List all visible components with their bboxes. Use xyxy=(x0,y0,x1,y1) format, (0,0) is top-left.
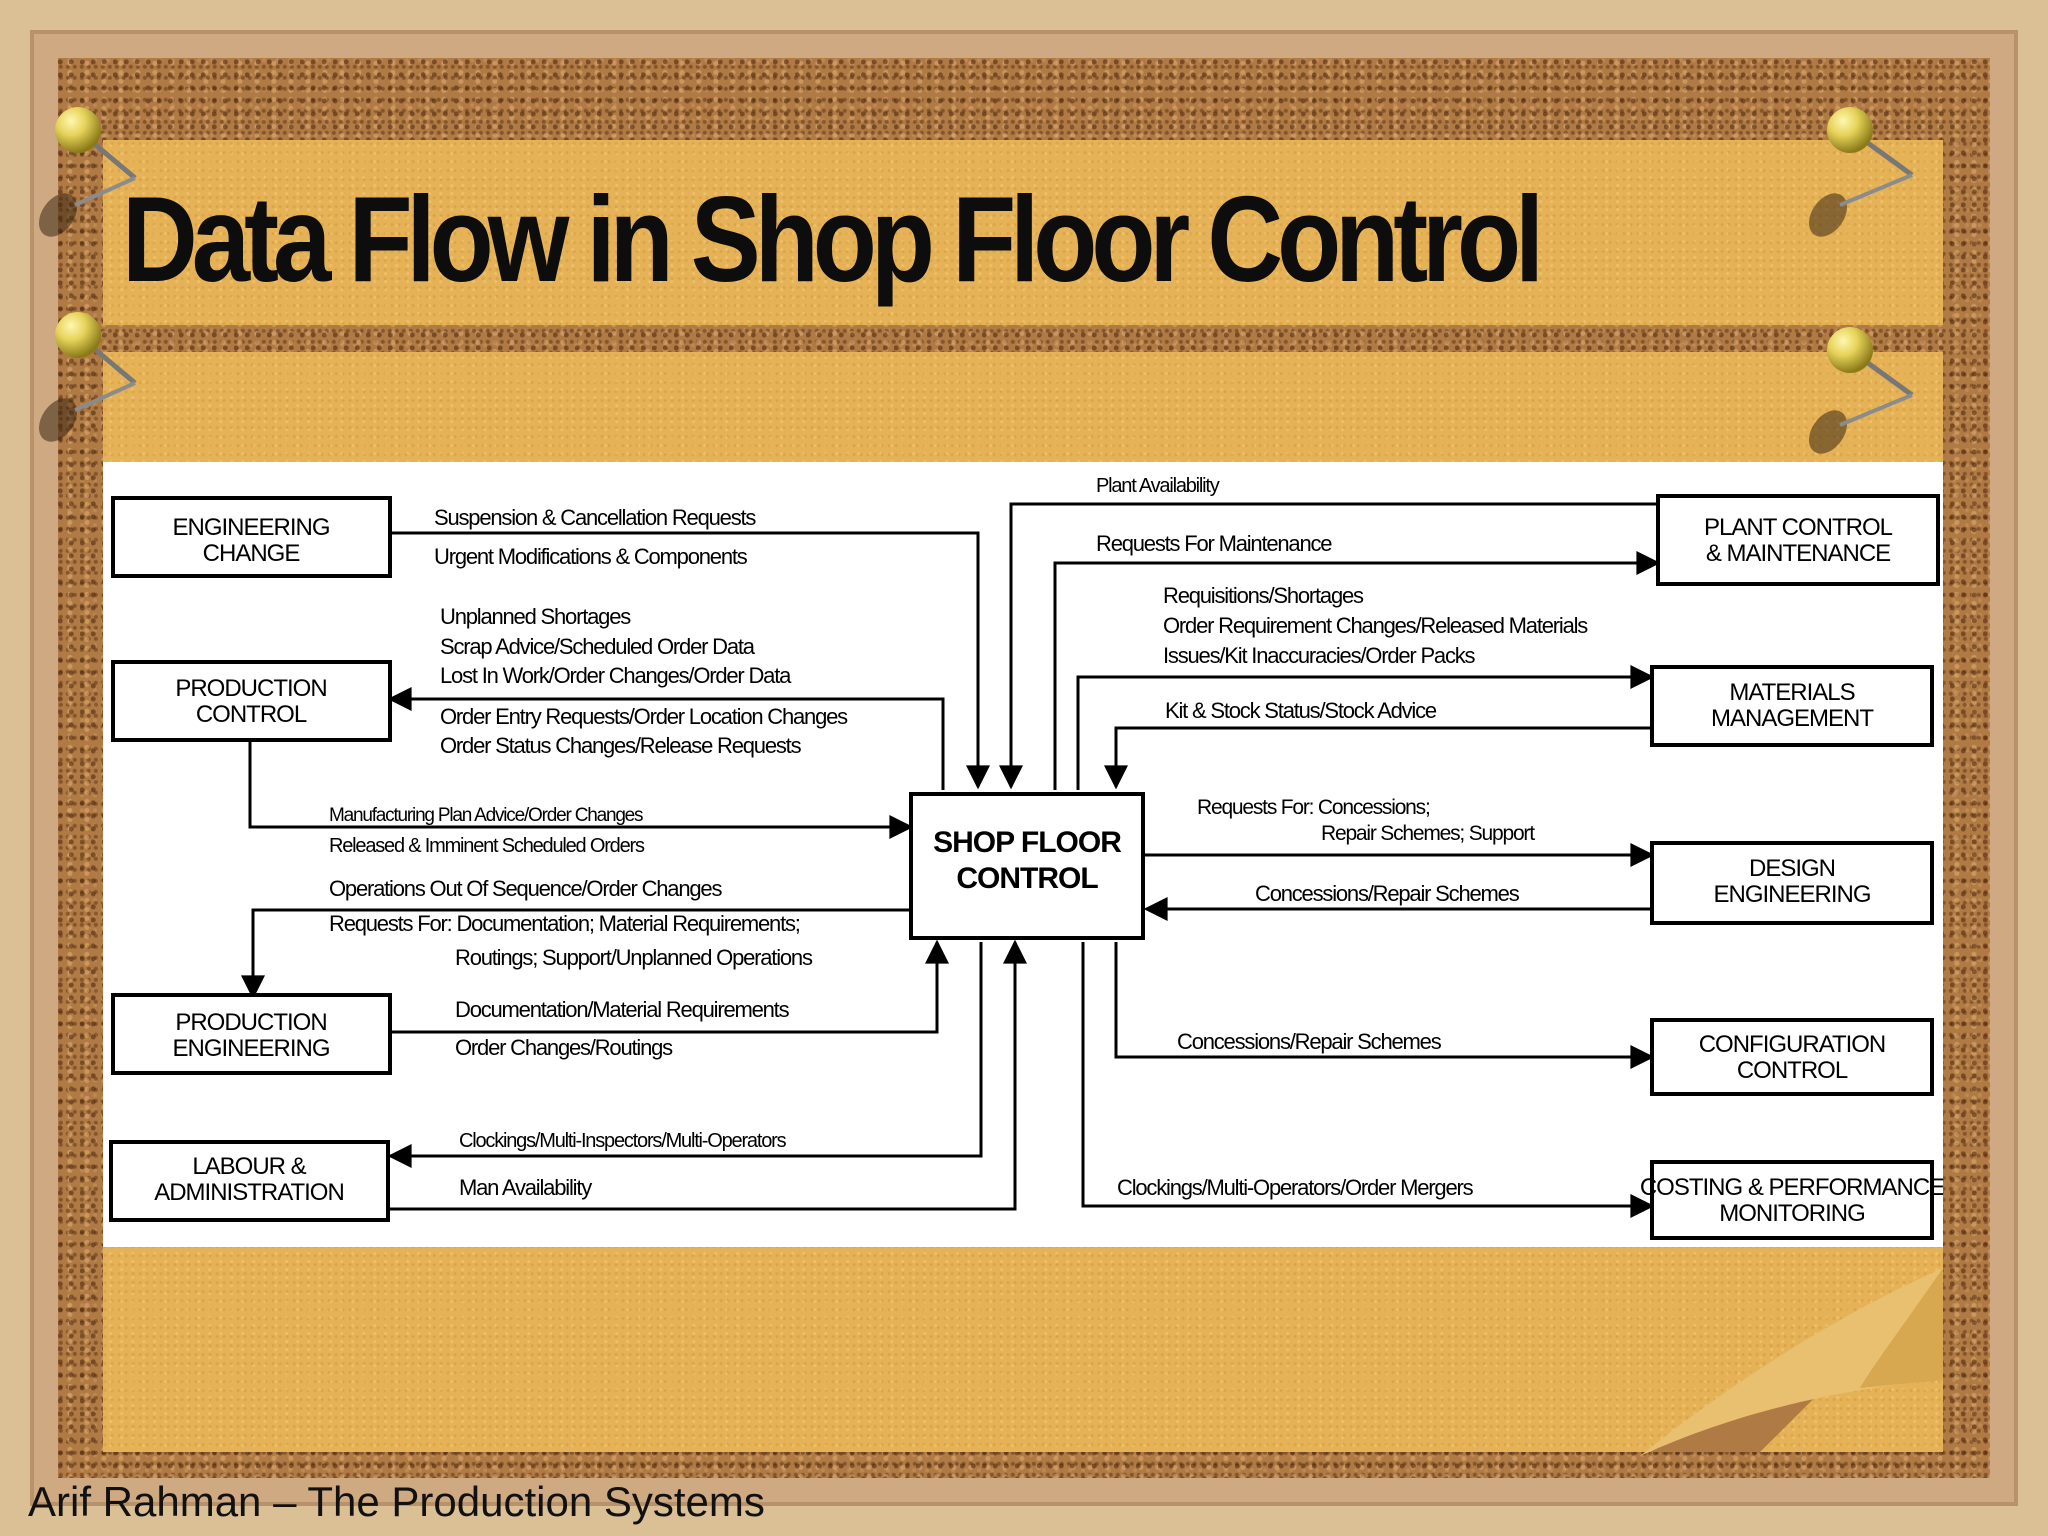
materials-management-box xyxy=(1650,665,1934,747)
flow-label: Documentation/Material Requirements xyxy=(455,997,790,1022)
plant-control-label-1: PLANT CONTROL xyxy=(1704,514,1893,541)
flow-engineering-change xyxy=(390,531,990,790)
flow-label: Repair Schemes; Support xyxy=(1321,822,1535,845)
title-paper xyxy=(103,140,1943,325)
flow-label: Clockings/Multi-Inspectors/Multi-Operato… xyxy=(459,1130,787,1152)
design-engineering-label-2: ENGINEERING xyxy=(1713,881,1870,908)
flow-plant-availability xyxy=(999,502,1658,790)
flow-label: Order Requirement Changes/Released Mater… xyxy=(1163,613,1588,638)
configuration-control-label-1: CONFIGURATION xyxy=(1699,1031,1886,1058)
data-flow-diagram: ENGINEERING CHANGE PRODUCTION CONTROL PR… xyxy=(103,462,1945,1247)
costing-performance-label-1: COSTING & PERFORMANCE xyxy=(1640,1174,1943,1201)
labour-administration-label-1: LABOUR & xyxy=(192,1153,306,1180)
flow-label: Requests For: Concessions; xyxy=(1197,796,1430,819)
flow-label: Lost In Work/Order Changes/Order Data xyxy=(440,663,792,688)
design-engineering-box xyxy=(1650,841,1934,925)
flow-label: Routings; Support/Unplanned Operations xyxy=(455,945,813,970)
slide-title: Data Flow in Shop Floor Control xyxy=(122,171,1544,307)
flow-materials-in xyxy=(1104,726,1652,790)
flow-to-materials xyxy=(1076,665,1655,790)
flow-to-production-engineering xyxy=(241,908,911,1000)
shop-floor-control-box xyxy=(909,792,1145,940)
flow-label: Manufacturing Plan Advice/Order Changes xyxy=(329,805,643,826)
flow-to-production-control xyxy=(387,687,945,790)
production-engineering-label-2: ENGINEERING xyxy=(172,1035,329,1062)
production-engineering-box xyxy=(111,993,392,1075)
engineering-change-label-1: ENGINEERING xyxy=(172,514,329,541)
labour-administration-label-2: ADMINISTRATION xyxy=(154,1179,344,1206)
flow-label: Clockings/Multi-Operators/Order Mergers xyxy=(1117,1175,1474,1200)
flow-requests-maintenance xyxy=(1053,551,1661,790)
configuration-control-label-2: CONTROL xyxy=(1737,1057,1848,1084)
flow-label: Suspension & Cancellation Requests xyxy=(434,505,756,530)
flow-label: Plant Availability xyxy=(1096,475,1220,497)
flow-to-labour xyxy=(387,942,983,1168)
flow-label: Kit & Stock Status/Stock Advice xyxy=(1165,698,1437,723)
flow-label: Requests For Maintenance xyxy=(1096,531,1332,556)
flow-label: Requisitions/Shortages xyxy=(1163,583,1364,608)
flow-label: Man Availability xyxy=(459,1175,592,1200)
flow-to-configuration xyxy=(1114,942,1655,1069)
flow-label: Concessions/Repair Schemes xyxy=(1177,1029,1442,1054)
flow-label: Order Entry Requests/Order Location Chan… xyxy=(440,704,848,729)
flow-to-costing xyxy=(1081,942,1655,1218)
production-engineering-label-1: PRODUCTION xyxy=(175,1009,326,1036)
flow-label: Operations Out Of Sequence/Order Changes xyxy=(329,876,722,901)
materials-management-label-2: MANAGEMENT xyxy=(1711,705,1874,732)
flow-label: Issues/Kit Inaccuracies/Order Packs xyxy=(1163,643,1476,668)
production-control-label-2: CONTROL xyxy=(196,701,307,728)
slide-footer: Arif Rahman – The Production Systems xyxy=(28,1478,765,1525)
configuration-control-box xyxy=(1650,1018,1934,1096)
flow-label: Order Status Changes/Release Requests xyxy=(440,733,802,758)
shop-floor-control-label-2: CONTROL xyxy=(956,862,1098,895)
costing-performance-box xyxy=(1650,1160,1934,1240)
flow-label: Requests For: Documentation; Material Re… xyxy=(329,911,800,936)
engineering-change-label-2: CHANGE xyxy=(203,540,300,567)
production-control-label-1: PRODUCTION xyxy=(175,675,326,702)
flow-label: Concessions/Repair Schemes xyxy=(1255,881,1520,906)
flow-production-control-out xyxy=(248,740,914,839)
labour-administration-box xyxy=(109,1140,390,1222)
costing-performance-label-2: MONITORING xyxy=(1719,1200,1865,1227)
flow-production-engineering-out xyxy=(390,939,949,1034)
flow-label: Order Changes/Routings xyxy=(455,1035,673,1060)
diagram-canvas: ENGINEERING CHANGE PRODUCTION CONTROL PR… xyxy=(109,475,1945,1240)
flow-label: Urgent Modifications & Components xyxy=(434,544,748,569)
flow-label: Released & Imminent Scheduled Orders xyxy=(329,835,645,857)
production-control-box xyxy=(111,660,392,742)
design-engineering-label-1: DESIGN xyxy=(1749,855,1835,882)
materials-management-label-1: MATERIALS xyxy=(1729,679,1854,706)
flow-labour-out xyxy=(390,939,1027,1211)
flow-label: Unplanned Shortages xyxy=(440,604,631,629)
engineering-change-box xyxy=(111,496,392,578)
flow-label: Scrap Advice/Scheduled Order Data xyxy=(440,634,756,659)
shop-floor-control-label-1: SHOP FLOOR xyxy=(933,826,1122,859)
plant-control-label-2: & MAINTENANCE xyxy=(1706,540,1890,567)
plant-control-box xyxy=(1656,494,1940,586)
